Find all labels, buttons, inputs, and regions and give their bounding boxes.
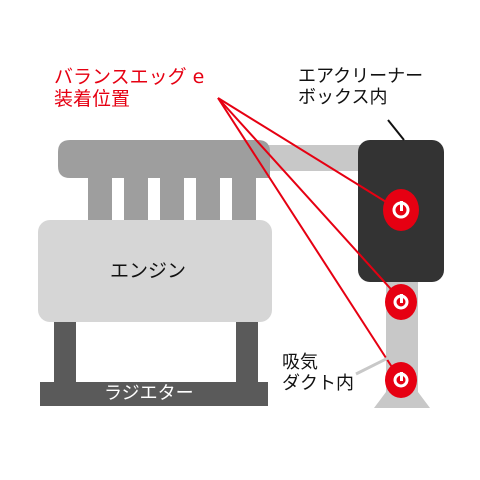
air-cleaner-label-line2: ボックス内 xyxy=(298,87,388,109)
intake-duct-flare xyxy=(374,392,430,408)
intake-duct-label-line2: ダクト内 xyxy=(282,373,354,395)
air-cleaner-label-line1: エアクリーナー xyxy=(298,66,424,87)
engine-support-left xyxy=(54,318,76,388)
balance-egg-marker-aircleaner xyxy=(383,189,419,231)
engine-block xyxy=(38,220,272,322)
balance-egg-label: バランスエッグ e 装着位置 xyxy=(54,66,204,111)
air-cleaner-label: エアクリーナー ボックス内 xyxy=(298,66,423,108)
intake-duct-leader xyxy=(355,352,397,376)
balance-egg-leaders xyxy=(217,97,400,379)
balance-egg-marker-duct-lower xyxy=(385,362,417,398)
air-cleaner-leader xyxy=(387,119,405,141)
intake-duct-label: 吸気 ダクト内 xyxy=(282,352,354,394)
radiator-bar xyxy=(40,382,268,406)
engine-label: エンジン xyxy=(110,260,187,282)
radiator-label: ラジエター xyxy=(104,383,194,404)
balance-egg-marker-duct-upper xyxy=(385,284,417,320)
balance-egg-label-line1: バランスエッグ e xyxy=(54,66,205,88)
balance-egg-label-line2: 装着位置 xyxy=(54,88,131,111)
intake-manifold xyxy=(58,140,270,232)
intake-duct-label-line1: 吸気 xyxy=(282,352,318,373)
engine-support-right xyxy=(236,318,258,388)
